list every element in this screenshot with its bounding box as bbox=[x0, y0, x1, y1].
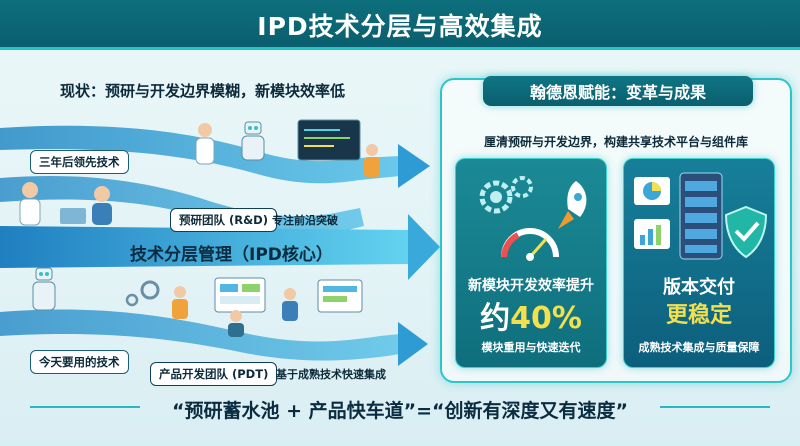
core-stream bbox=[0, 226, 410, 268]
bar-chart-icon bbox=[634, 219, 670, 249]
delivery-label: 版本交付 bbox=[663, 277, 735, 298]
efficiency-illustration bbox=[479, 176, 587, 261]
delivery-note: 成熟技术集成与质量保障 bbox=[638, 341, 760, 354]
pie-chart-icon bbox=[634, 177, 670, 205]
rocket-icon bbox=[558, 181, 587, 229]
pdt-stream bbox=[0, 309, 400, 361]
scientist-icon bbox=[195, 123, 215, 165]
page-title: IPD技术分层与高效集成 bbox=[257, 12, 543, 41]
today-tech-tag: 今天要用的技术 bbox=[30, 350, 129, 374]
gear-icon bbox=[125, 280, 160, 307]
developer-icon bbox=[364, 144, 380, 177]
stream-illustration bbox=[0, 119, 440, 366]
footer-slogan: “预研蓄水池 + 产品快车道”=“创新有深度又有速度” bbox=[171, 400, 629, 422]
status-text: 现状：预研与开发边界模糊，新模块效率低 bbox=[60, 82, 346, 100]
stability-card: 版本交付 更稳定 成熟技术集成与质量保障 bbox=[623, 158, 775, 368]
rd-team-tag: 预研团队 (R&D) bbox=[170, 208, 277, 232]
efficiency-prefix: 约 bbox=[480, 301, 511, 336]
shield-check-icon bbox=[724, 205, 768, 259]
future-tech-tag: 三年后领先技术 bbox=[30, 150, 129, 174]
efficiency-note: 模块重用与快速迭代 bbox=[481, 341, 581, 354]
rd-team-note: 专注前沿突破 bbox=[272, 214, 338, 227]
header-bar: IPD技术分层与高效集成 bbox=[0, 0, 800, 50]
pdt-team-note: 基于成熟技术快速集成 bbox=[276, 368, 386, 381]
developer-icon bbox=[172, 286, 298, 337]
core-label: 技术分层管理（IPD核心） bbox=[130, 245, 333, 265]
delivery-value: 更稳定 bbox=[665, 303, 732, 328]
efficiency-value: 约40% bbox=[456, 293, 606, 337]
monitor-icon bbox=[214, 277, 363, 313]
robot-icon bbox=[241, 121, 265, 161]
server-rack-icon bbox=[679, 172, 723, 260]
speedometer-icon bbox=[501, 228, 559, 261]
panel-subtitle: 厘清预研与开发边界，构建共享技术平台与组件库 bbox=[483, 135, 748, 149]
core-arrow bbox=[408, 214, 440, 280]
monitor-icon bbox=[297, 119, 361, 161]
slogan-line-right bbox=[660, 406, 770, 408]
robot-icon bbox=[32, 267, 56, 311]
efficiency-card: 新模块开发效率提升 约40% 模块重用与快速迭代 bbox=[455, 158, 607, 368]
header-glow-line bbox=[0, 47, 800, 50]
stability-illustration bbox=[634, 172, 768, 260]
scientist-icon bbox=[19, 182, 112, 226]
efficiency-label: 新模块开发效率提升 bbox=[468, 278, 594, 294]
left-diagram: 三年后领先技术 预研团队 (R&D) 专注前沿突破 技术分层管理（IPD核心） … bbox=[0, 100, 440, 386]
gear-icon bbox=[479, 176, 533, 214]
pdt-team-tag: 产品开发团队 (PDT) bbox=[150, 362, 278, 386]
panel-title: 翰德恩赋能：变革与成果 bbox=[483, 76, 753, 106]
top-arrow bbox=[398, 144, 430, 188]
bottom-arrow bbox=[398, 322, 428, 366]
slogan-line-left bbox=[30, 406, 140, 408]
efficiency-number: 40% bbox=[510, 301, 582, 336]
